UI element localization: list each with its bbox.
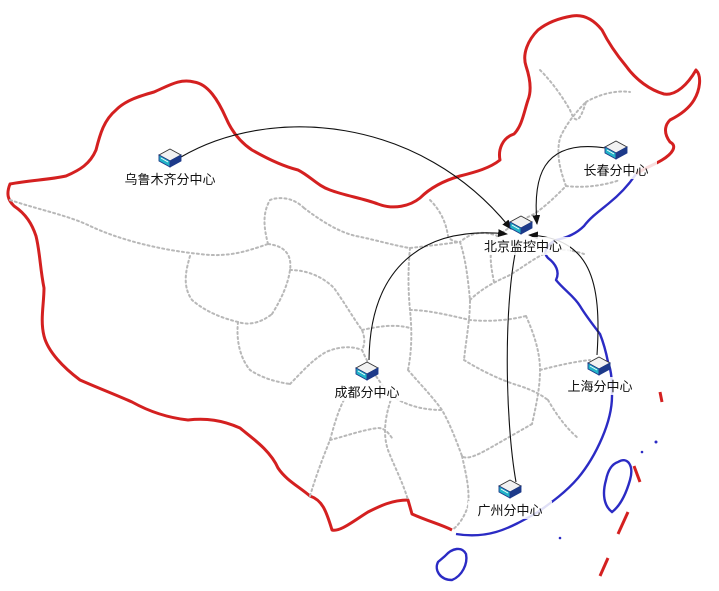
server-icon bbox=[355, 361, 379, 381]
server-icon bbox=[498, 479, 522, 499]
sea-boundary-marks bbox=[598, 391, 664, 577]
offshore-islets bbox=[558, 440, 658, 540]
server-icon bbox=[604, 140, 628, 160]
link-guangzhou-beijing bbox=[506, 239, 520, 483]
server-icon bbox=[158, 148, 182, 168]
land-border bbox=[6, 14, 702, 532]
hainan-island bbox=[435, 547, 468, 582]
coastline bbox=[455, 173, 637, 537]
taiwan-island bbox=[602, 459, 633, 514]
node-changchun[interactable]: 长春分中心 bbox=[575, 140, 657, 179]
link-chengdu-beijing bbox=[368, 229, 508, 361]
node-label-chengdu: 成都分中心 bbox=[334, 386, 399, 401]
link-changchun-beijing bbox=[532, 146, 607, 225]
node-beijing[interactable]: 北京监控中心 bbox=[476, 215, 570, 255]
link-urumqi-beijing bbox=[180, 126, 512, 230]
node-label-changchun: 长春分中心 bbox=[583, 164, 648, 179]
network-links bbox=[180, 126, 607, 483]
node-label-beijing: 北京监控中心 bbox=[484, 240, 562, 255]
node-chengdu[interactable]: 成都分中心 bbox=[325, 361, 409, 401]
node-guangzhou[interactable]: 广州分中心 bbox=[468, 479, 552, 519]
node-shanghai[interactable]: 上海分中心 bbox=[559, 356, 641, 395]
node-label-urumqi: 乌鲁木齐分中心 bbox=[124, 172, 215, 188]
node-urumqi[interactable]: 乌鲁木齐分中心 bbox=[112, 148, 228, 188]
internal-boundaries bbox=[9, 69, 631, 531]
server-icon bbox=[509, 215, 533, 235]
node-label-shanghai: 上海分中心 bbox=[567, 380, 632, 395]
node-label-guangzhou: 广州分中心 bbox=[477, 504, 542, 519]
